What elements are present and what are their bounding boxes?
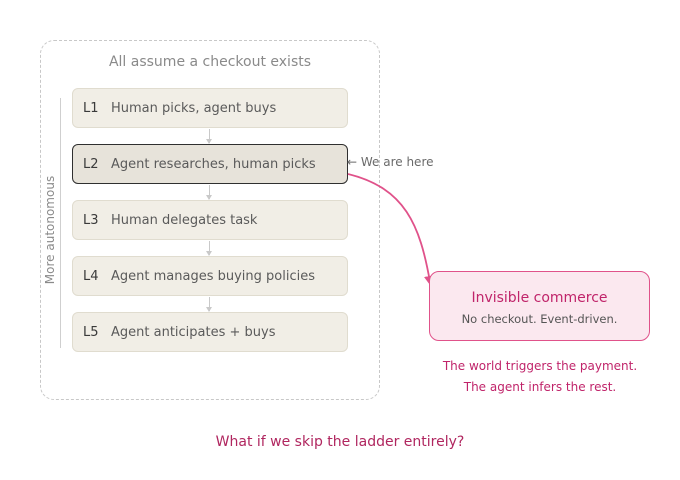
caption-line-1: The world triggers the payment. — [442, 359, 638, 373]
skip-arrow-path — [347, 173, 434, 286]
down-arrow — [206, 129, 212, 144]
level-l2-current: L2 Agent researches, human picks — [72, 144, 348, 184]
level-label: Human picks, agent buys — [111, 100, 277, 116]
level-code: L3 — [83, 212, 99, 228]
down-arrow — [206, 185, 212, 200]
down-arrow — [206, 297, 212, 312]
assumption-group-box — [40, 40, 380, 400]
level-label: Agent manages buying policies — [111, 268, 315, 284]
level-code: L2 — [83, 156, 99, 172]
target-title: Invisible commerce — [471, 290, 608, 306]
bottom-question: What if we skip the ladder entirely? — [215, 434, 465, 450]
level-label: Agent researches, human picks — [111, 156, 316, 172]
level-code: L1 — [83, 100, 99, 116]
caption-line-2: The agent infers the rest. — [463, 380, 617, 394]
level-l5: L5 Agent anticipates + buys — [72, 312, 348, 352]
level-label: Agent anticipates + buys — [111, 324, 276, 340]
we-are-here-note: ← We are here — [347, 155, 434, 169]
level-l3: L3 Human delegates task — [72, 200, 348, 240]
invisible-commerce-box: Invisible commerce No checkout. Event-dr… — [429, 271, 650, 341]
level-l1: L1 Human picks, agent buys — [72, 88, 348, 128]
level-l4: L4 Agent manages buying policies — [72, 256, 348, 296]
target-subtitle: No checkout. Event-driven. — [461, 312, 618, 326]
level-code: L4 — [83, 268, 99, 284]
autonomy-axis-line — [60, 98, 61, 348]
down-arrow — [206, 241, 212, 256]
level-label: Human delegates task — [111, 212, 258, 228]
level-code: L5 — [83, 324, 99, 340]
group-title: All assume a checkout exists — [108, 54, 312, 70]
